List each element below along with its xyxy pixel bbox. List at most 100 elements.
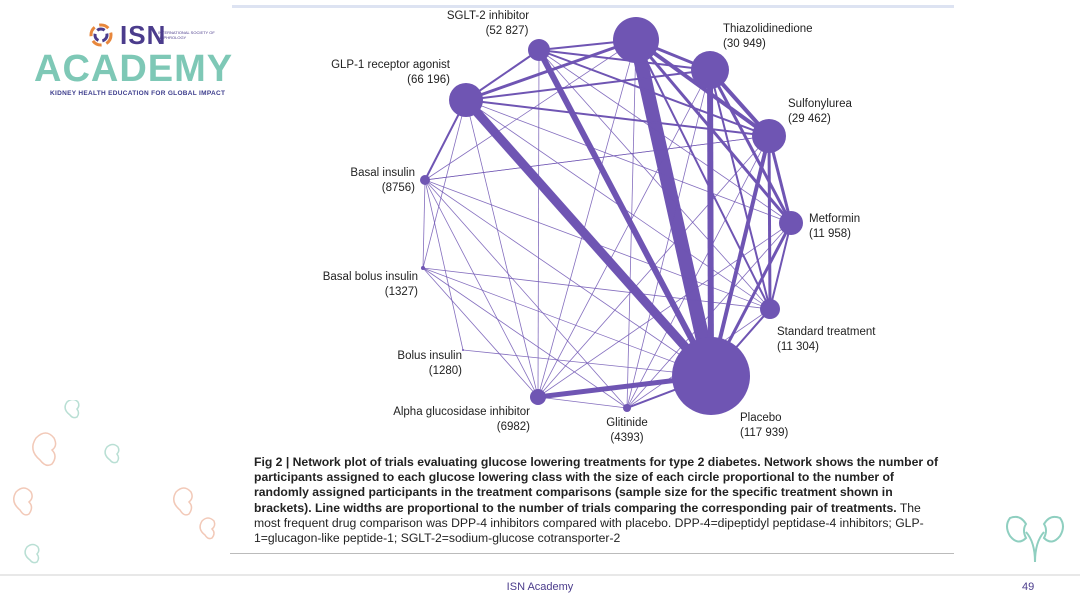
edge-glp1-tzd [465,69,711,101]
caption-fig-label: Fig 2 | Network plot of trials evaluatin… [254,455,938,515]
edge-glp1-metformin [465,99,792,224]
logo-academy: ACADEMY [34,48,234,90]
footer-divider [0,574,1080,576]
node-label-metformin: Metformin [809,213,860,225]
node-label-sglt2: SGLT-2 inhibitor [447,10,529,22]
node-label-tzd: Thiazolidinedione [723,23,813,35]
edge-metformin-agi [537,222,792,398]
network-nodes [420,17,803,415]
edge-dpp4-su [634,38,771,138]
edge-su-placebo [709,135,771,377]
isn-academy-logo: ISN INTERNATIONAL SOCIETY OF NEPHROLOGY … [30,10,232,100]
network-plot: SGLT-2 inhibitor (52 827) Thiazolidinedion… [323,10,877,444]
node-label-agi: Alpha glucosidase inhibitor [393,406,530,418]
node-label-bolus: Bolus insulin [397,350,462,362]
edge-su-agi [537,135,770,398]
node-size-bolus: (1280) [429,365,462,377]
edge-dpp4-glitinide [626,39,637,409]
node-size-glitinide: (4393) [610,432,643,444]
kidney-decoration-icon [13,400,216,564]
node-label-su: Sulfonylurea [788,98,853,110]
node-glp1 [449,83,483,117]
node-label-standard: Standard treatment [777,326,876,338]
isn-emblem-icon [89,23,113,47]
edge-agi-glitinide [537,396,628,409]
logo-tagline: KIDNEY HEALTH EDUCATION FOR GLOBAL IMPAC… [50,90,226,97]
edge-basalbolus-glitinide [422,267,628,409]
edge-glp1-placebo [462,97,715,379]
figure-caption: Fig 2 | Network plot of trials evaluatin… [254,455,944,546]
edge-bolus-placebo [462,349,712,377]
edge-glp1-agi [465,99,539,398]
edge-su-standard [767,135,772,310]
edge-basal-bolus [424,179,464,351]
footer-title: ISN Academy [506,581,574,593]
edge-glp1-standard [465,99,771,310]
node-size-basalbolus: (1327) [385,286,418,298]
node-metformin [779,211,803,235]
edge-sglt2-su [538,49,770,137]
node-size-basal: (8756) [382,182,415,194]
node-label-glp1: GLP-1 receptor agonist [331,59,451,71]
edge-glp1-su [465,99,770,137]
node-dpp4 [613,17,659,63]
edge-tzd-agi [537,69,711,398]
edge-basal-placebo [424,179,712,377]
node-size-agi: (6982) [497,421,530,433]
edge-sglt2-standard [538,49,771,310]
node-label-glitinide: Glitinide [606,417,648,429]
edge-basal-basalbolus [422,179,426,269]
edge-dpp4-glp1 [465,38,637,102]
edge-basal-su [424,135,770,181]
node-su [752,119,786,153]
edge-basal-standard [424,179,771,310]
node-size-placebo: (117 939) [740,427,789,439]
edge-dpp4-metformin [634,39,793,224]
edge-metformin-glitinide [626,222,792,409]
edge-basalbolus-agi [422,267,539,398]
network-labels: SGLT-2 inhibitor (52 827) Thiazolidinedion… [323,10,877,444]
caption-body: The most frequent drug comparison was DP… [254,500,924,546]
edge-basal-agi [424,179,539,398]
page-number: 49 [1022,581,1035,593]
node-label-basalbolus: Basal bolus insulin [323,271,418,283]
node-basal [420,175,430,185]
edge-dpp4-placebo [629,38,718,378]
edge-glp1-basalbolus [422,99,467,269]
node-label-basal: Basal insulin [350,167,415,179]
edge-tzd-glitinide [626,69,711,409]
logo-brand: ISN [120,20,167,50]
node-size-glp1: (66 196) [407,74,450,86]
edge-sglt2-agi [537,49,540,398]
node-size-standard: (11 304) [777,341,819,353]
logo-brand-sub: INTERNATIONAL SOCIETY OF NEPHROLOGY [158,30,215,40]
node-bolus [462,349,464,351]
node-glitinide [623,404,631,412]
edge-metformin-standard [769,222,792,310]
edge-sglt2-placebo [536,48,714,378]
edge-tzd-standard [709,69,771,310]
node-basalbolus [421,266,425,270]
node-agi [530,389,546,405]
edge-basalbolus-standard [422,267,771,310]
node-sglt2 [528,39,550,61]
edge-dpp4-standard [635,39,771,310]
edge-sglt2-tzd [538,49,711,71]
node-size-tzd: (30 949) [723,38,766,50]
node-standard [760,299,780,319]
kidney-outline-icon [1006,515,1064,563]
edge-tzd-placebo [707,69,714,377]
node-size-sglt2: (52 827) [486,25,529,37]
edge-dpp4-agi [537,39,637,398]
edge-basal-glitinide [424,179,628,409]
top-divider [232,5,954,8]
edge-tzd-metformin [708,69,793,224]
node-tzd [691,51,729,89]
node-size-metformin: (11 958) [809,228,851,240]
node-label-placebo: Placebo [740,412,782,424]
edge-sglt2-metformin [538,49,792,224]
node-placebo [672,337,750,415]
caption-divider [230,553,954,554]
edge-dpp4-basal [424,39,637,181]
node-size-su: (29 462) [788,113,831,125]
